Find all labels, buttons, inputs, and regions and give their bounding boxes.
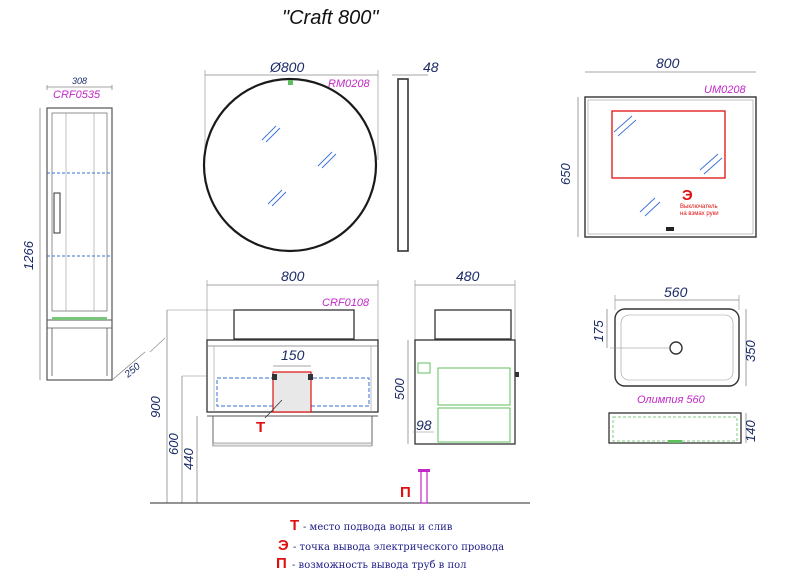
vanity-height-900: 900 <box>148 396 163 418</box>
switch-marker: Э <box>682 187 693 204</box>
side-depth-label: 480 <box>456 268 480 284</box>
switch-note-line2: на взмах руки <box>680 211 719 217</box>
legend: Т - место подвода воды и слив Э - точка … <box>276 517 504 572</box>
floor-marker: П <box>400 484 411 501</box>
legend-letter-p: П <box>276 555 287 572</box>
round-mirror <box>202 77 378 253</box>
side-bottom-label: 98 <box>416 417 432 433</box>
rect-mirror-width-label: 800 <box>656 55 680 71</box>
legend-text-e: - точка вывода электрического провода <box>293 542 504 553</box>
vanity-front-view: 800 CRF0108 150 Т 900 600 440 <box>148 268 530 504</box>
vanity-basin-front <box>233 309 355 340</box>
pencil-width-label: 308 <box>72 76 87 86</box>
legend-text-p: - возможность вывода труб в пол <box>292 560 467 571</box>
basin-depth-label: 350 <box>743 340 758 362</box>
side-height-label: 500 <box>392 378 407 400</box>
floor-pipe: П <box>400 469 430 504</box>
rect-mirror-light-panel <box>611 110 726 179</box>
vanity-height-600: 600 <box>166 433 181 455</box>
pencil-depth-label: 250 <box>122 361 143 381</box>
mirror-round-code: RM0208 <box>328 78 370 90</box>
rect-mirror-height-label: 650 <box>558 163 573 185</box>
pencil-height-label: 1266 <box>21 240 36 270</box>
vanity-width-label: 800 <box>281 268 305 284</box>
basin-view: 560 175 350 Олимпия 560 140 <box>591 284 758 444</box>
water-connection-zone <box>272 371 312 413</box>
vanity-side-view: 480 500 98 <box>392 268 519 445</box>
legend-text-t: - место подвода воды и слив <box>303 522 453 533</box>
water-marker: Т <box>256 419 265 436</box>
rect-mirror-view: 800 UM0208 650 Э Выключатель на взмах ру… <box>558 55 757 238</box>
basin-profile <box>608 412 742 444</box>
pencil-handle <box>53 192 61 234</box>
basin-width-label: 560 <box>664 284 688 300</box>
round-mirror-view: Ø800 RM0208 48 <box>202 59 439 253</box>
rect-mirror-code: UM0208 <box>704 84 746 96</box>
legend-letter-e: Э <box>278 537 289 554</box>
basin-height-label: 140 <box>743 420 758 442</box>
switch-note-line1: Выключатель <box>680 204 718 210</box>
side-basin <box>434 309 512 340</box>
pencil-case-body <box>46 107 113 381</box>
basin-name-label: Олимпия 560 <box>637 394 706 406</box>
vanity-height-440: 440 <box>181 448 196 470</box>
basin-offset-label: 175 <box>591 320 606 342</box>
basin-drain <box>669 341 683 355</box>
pipe-zone-width-label: 150 <box>281 347 305 363</box>
round-mirror-profile <box>397 78 409 252</box>
side-drawer <box>437 367 511 406</box>
pencil-code-label: CRF0535 <box>53 89 101 101</box>
pencil-case-view: 308 CRF0535 1266 250 <box>21 76 146 381</box>
legend-letter-t: Т <box>290 517 299 534</box>
mirror-diameter-label: Ø800 <box>269 59 304 75</box>
vanity-code-label: CRF0108 <box>322 297 370 309</box>
drawing-title: "Craft 800" <box>282 7 379 29</box>
mirror-thickness-label: 48 <box>423 59 439 75</box>
sensor-icon <box>666 227 674 231</box>
